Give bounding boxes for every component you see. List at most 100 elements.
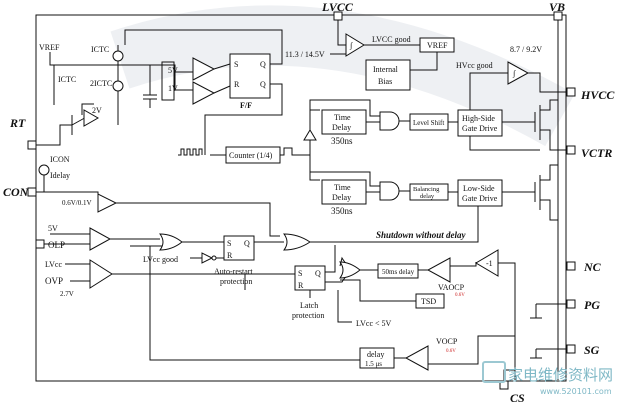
inverter-lvcc (201, 252, 214, 264)
wire-comp-b (174, 65, 193, 91)
idelay-label: Idelay (50, 171, 70, 180)
sg-ground (530, 348, 567, 359)
pin-nc (566, 261, 576, 271)
high-side-mosfet (539, 99, 558, 151)
wire-hs-gate (502, 112, 536, 132)
pin-con (27, 187, 37, 197)
low-side-mosfet (539, 164, 558, 221)
counter-buffer (303, 129, 317, 141)
wire-ocp-cs (428, 335, 515, 365)
pin-sg-label: SG (584, 343, 600, 357)
pin-cs-label: CS (510, 391, 525, 405)
current-source-ictc (112, 50, 124, 62)
high-side-label-2: Gate Drive (462, 124, 498, 133)
current-source-icon (38, 164, 50, 176)
vaocp-value: 0.6V (455, 293, 465, 298)
lvcc-in-label: LVcc (45, 260, 62, 269)
wire-latch-reset (309, 290, 352, 323)
latch-r-label: R (298, 281, 304, 290)
comparator-olp (89, 227, 112, 251)
wire-lvcc (337, 20, 346, 46)
wire-ls-gate (502, 182, 536, 202)
vref-left-label: VREF (39, 43, 60, 52)
inverter-bubble (211, 255, 217, 261)
counter-pulse (280, 147, 300, 156)
wire-latch-or (325, 245, 336, 273)
hvcc-threshold-label: 8.7 / 9.2V (510, 45, 542, 54)
high-side-label: High-Side (462, 114, 495, 123)
shutdown-label: Shutdown without delay (376, 230, 467, 240)
pin-rt (27, 140, 37, 150)
pin-sg (566, 344, 576, 354)
vocp-label: VOCP (436, 337, 458, 346)
comp-ref-box (161, 61, 175, 101)
comparator-5v (192, 57, 216, 81)
counter-label: Counter (1/4) (229, 151, 273, 160)
wire-ocp-loop (130, 245, 360, 361)
ictc3-label: 2ICTC (90, 79, 112, 88)
low-side-label: Low-Side (463, 184, 495, 193)
wire-hvcc-sense (528, 72, 567, 93)
pin-pg-label: PG (584, 298, 600, 312)
v1-label: 1V (168, 84, 178, 93)
wire-shutdown-stub (477, 235, 479, 242)
pin-rt-label: RT (9, 116, 26, 130)
ovp-label: OVP (45, 276, 63, 286)
pin-vb (553, 11, 563, 21)
wire-cs-amp (498, 262, 516, 380)
wire-tsd (340, 279, 361, 295)
hvcc-schmitt-symbol: ∫ (512, 69, 516, 78)
hvcc-good-label: HVcc good (456, 61, 493, 70)
watermark-arc (110, 5, 575, 147)
ns350-1: 350ns (331, 136, 353, 146)
high-side-gate-drive (457, 109, 503, 137)
lvcc-good-label: LVCC good (372, 35, 411, 44)
pin-hvcc (566, 87, 576, 97)
wire-hvcc-good (469, 72, 508, 110)
low-side-label-2: Gate Drive (462, 194, 498, 203)
v2-label: 2V (92, 106, 102, 115)
ff-s-label: S (234, 60, 238, 69)
pin-hvcc-label: HVCC (580, 88, 615, 102)
latch-s-label: S (298, 269, 302, 278)
ar-q-label: Q (244, 239, 250, 248)
pin-vb-label: VB (549, 0, 565, 14)
delay-50ms-label: 50ms delay (382, 268, 415, 276)
vref-label: VREF (427, 41, 448, 50)
wire-counter-out (300, 140, 311, 156)
latch-box (294, 265, 326, 291)
wire-pg (536, 220, 567, 305)
olp-label: OLP (48, 240, 65, 250)
v06-label: 0.6V/0.1V (62, 199, 92, 207)
low-side-gate-drive (457, 179, 503, 207)
internal-bias-box (365, 59, 411, 91)
auto-restart-label: Auto-restart (214, 267, 253, 276)
latch-q-label: Q (315, 269, 321, 278)
rt-amp (83, 109, 100, 127)
wire-rt (36, 124, 72, 146)
clock-pulses (178, 148, 203, 156)
v27-label: 2.7V (60, 290, 74, 298)
and-gate-high (379, 111, 400, 131)
pin-pg (566, 299, 576, 309)
lvcc-lt5-label: LVcc < 5V (356, 319, 392, 328)
wire-bypass-2 (309, 171, 380, 187)
tsd-label: TSD (421, 297, 436, 306)
ar-s-label: S (227, 239, 231, 248)
latch-label: Latch (300, 301, 318, 310)
watermark-logo (482, 361, 506, 383)
or-gate-protection (159, 233, 183, 251)
ff-label: F/F (240, 101, 252, 110)
wire-comp-ff (213, 63, 231, 94)
ff-qb-label: Q (260, 80, 266, 89)
pin-con-label: CON (3, 185, 30, 199)
or-gate-shutdown (283, 233, 311, 251)
balancing-delay-label: Balancing (413, 186, 440, 193)
wire-vref-bias (410, 52, 438, 71)
wire-tsd-or (359, 295, 416, 302)
lvcc-good2-label: LVcc good (143, 255, 178, 264)
comparator-aocp (426, 257, 451, 283)
timing-cap (143, 94, 157, 100)
